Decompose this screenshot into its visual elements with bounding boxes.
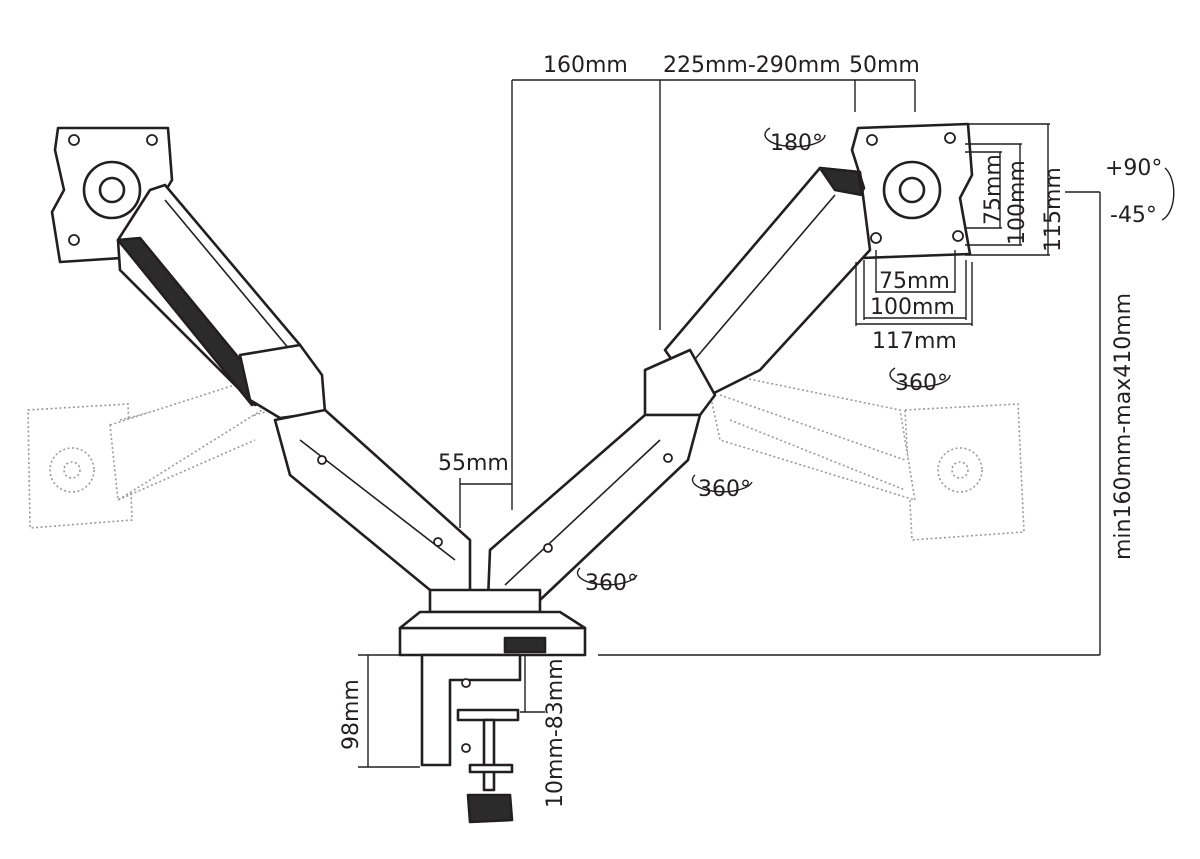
label-vesa-115-vertical: 115mm <box>1041 167 1066 252</box>
label-50mm: 50mm <box>849 53 920 78</box>
label-clamp-range: 10mm-83mm <box>543 658 568 808</box>
left-monitor-arm <box>50 126 472 602</box>
label-160mm: 160mm <box>543 53 628 78</box>
label-clamp-98mm: 98mm <box>339 679 364 750</box>
label-rot-360-plate: 360° <box>895 371 948 396</box>
label-vesa-100-vertical: 100mm <box>1005 160 1030 245</box>
label-plus-90: +90° <box>1105 156 1162 181</box>
label-rot-180: 180° <box>770 131 823 156</box>
ghost-left-monitor <box>27 379 266 529</box>
label-height-range: min160mm-max410mm <box>1111 293 1136 560</box>
label-vesa-75-vertical: 75mm <box>981 154 1006 225</box>
label-pole-55mm: 55mm <box>438 451 509 476</box>
label-vesa-117-horizontal: 117mm <box>872 329 957 354</box>
ghost-right-monitor <box>703 368 1025 541</box>
label-minus-45: -45° <box>1110 203 1157 228</box>
label-vesa-100-horizontal: 100mm <box>870 295 955 320</box>
label-rot-360-arm-lower: 360° <box>585 571 638 596</box>
rotation-arrows <box>576 127 1175 586</box>
label-vesa-75-horizontal: 75mm <box>879 269 950 294</box>
label-225-290mm: 225mm-290mm <box>663 53 841 78</box>
dimension-lines <box>358 79 1101 768</box>
labels: 160mm 225mm-290mm 50mm 180° +90° -45° 75… <box>339 53 1162 808</box>
right-monitor-arm <box>486 122 974 602</box>
label-rot-360-arm-upper: 360° <box>698 477 751 502</box>
center-base-clamp <box>398 588 587 824</box>
